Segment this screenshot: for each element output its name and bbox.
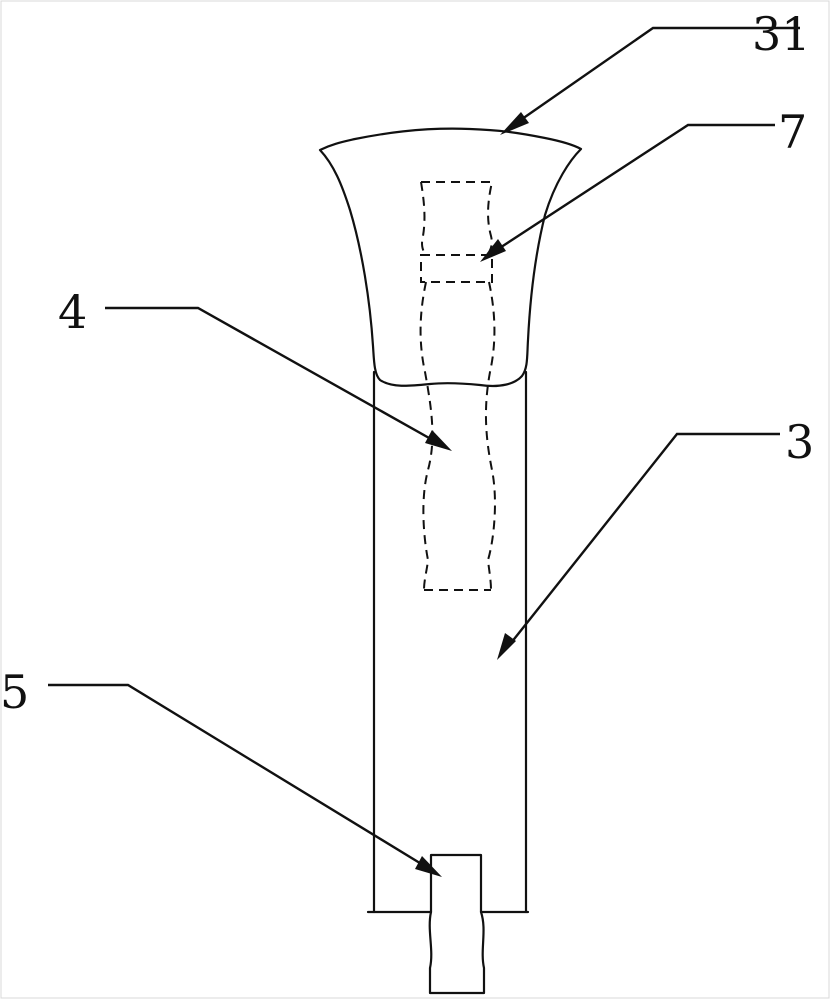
arrow-5 — [415, 856, 442, 877]
insert-lower-box — [421, 255, 492, 282]
leader-7 — [480, 125, 775, 262]
label-5: 5 — [0, 665, 29, 719]
flared-cap-outline — [320, 129, 581, 386]
flared-cap — [320, 129, 581, 386]
label-4: 4 — [58, 285, 87, 339]
insert-upper-box — [421, 182, 492, 255]
arrow-4 — [425, 430, 452, 451]
insert-part-7 — [421, 182, 492, 282]
label-7: 7 — [778, 105, 807, 159]
plug-upper — [431, 855, 481, 912]
member-right-edge — [486, 282, 495, 590]
leader-3 — [497, 434, 780, 660]
arrow-7 — [480, 239, 506, 262]
label-3: 3 — [785, 415, 814, 469]
arrow-31 — [500, 112, 529, 135]
arrow-3 — [497, 633, 516, 660]
leader-5 — [48, 685, 442, 877]
label-31: 31 — [752, 7, 811, 61]
leader-4 — [105, 308, 452, 451]
plug-lower — [430, 912, 484, 993]
